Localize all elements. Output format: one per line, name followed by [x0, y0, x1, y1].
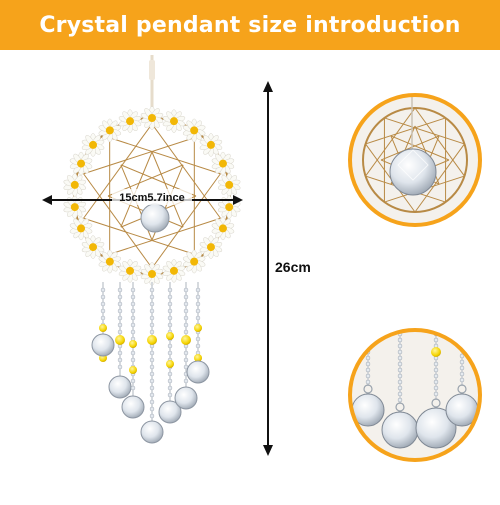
- daisy-flower: [140, 262, 164, 286]
- crystal-ball: [174, 386, 198, 410]
- daisy-flower: [199, 133, 223, 157]
- crystal-ball: [91, 333, 115, 357]
- detail-dreamcatcher-web: [348, 93, 482, 227]
- banner-title: Crystal pendant size introduction: [39, 12, 461, 38]
- width-measure: 15cm5.7ince: [42, 189, 243, 205]
- daisy-flower: [162, 259, 186, 283]
- height-measure: 26cm: [263, 81, 311, 456]
- yellow-bead: [115, 335, 125, 345]
- yellow-bead: [99, 324, 107, 332]
- crystal-ball: [121, 395, 145, 419]
- daisy-flower: [98, 118, 122, 143]
- daisy-flower: [182, 249, 206, 274]
- crystal-strand: [91, 282, 115, 362]
- daisy-flower: [69, 216, 93, 241]
- dreamcatcher-pendant: [63, 106, 241, 444]
- daisy-flower: [211, 216, 235, 241]
- crystal-strand: [186, 282, 210, 384]
- title-banner: Crystal pendant size introduction: [0, 0, 500, 50]
- yellow-bead: [181, 335, 191, 345]
- height-label: 26cm: [275, 259, 311, 275]
- product-stage: 15cm5.7ince 26cm: [0, 50, 500, 500]
- yellow-bead: [194, 324, 202, 332]
- crystal-ball: [158, 400, 182, 424]
- daisy-ring: [63, 106, 241, 286]
- daisy-flower: [118, 109, 142, 133]
- daisy-flower: [217, 173, 241, 197]
- detail-crystal-drops: [348, 328, 482, 462]
- daisy-flower: [140, 106, 164, 130]
- daisy-flower: [63, 173, 87, 197]
- yellow-bead: [194, 354, 202, 362]
- crystal-strand: [108, 282, 132, 399]
- crystal-strands: [91, 282, 210, 444]
- daisy-flower: [81, 133, 105, 157]
- center-crystal-ball: [140, 203, 170, 233]
- crystal-drops-icon: [351, 330, 479, 449]
- yellow-bead: [166, 332, 174, 340]
- crystal-ball: [108, 375, 132, 399]
- crystal-strand: [140, 282, 164, 444]
- yellow-bead: [166, 360, 174, 368]
- daisy-flower: [118, 259, 142, 283]
- daisy-flower: [69, 151, 93, 176]
- yellow-bead: [129, 366, 137, 374]
- crystal-strand: [158, 282, 182, 424]
- crystal-strand: [121, 282, 145, 419]
- yellow-bead: [147, 335, 157, 345]
- crystal-ball: [186, 360, 210, 384]
- product-illustration: 15cm5.7ince 26cm: [42, 55, 482, 462]
- daisy-flower: [162, 109, 186, 133]
- daisy-flower: [182, 118, 206, 143]
- daisy-flower: [63, 195, 87, 219]
- daisy-flower: [217, 195, 241, 219]
- daisy-flower: [98, 249, 122, 274]
- hanging-loop: [149, 60, 155, 80]
- width-label: 15cm5.7ince: [119, 192, 184, 204]
- crystal-strand: [174, 282, 198, 410]
- crystal-ball: [140, 420, 164, 444]
- yellow-bead: [129, 340, 137, 348]
- crystal-ball-icon: [389, 148, 437, 196]
- daisy-flower: [199, 235, 223, 259]
- daisy-flower: [211, 151, 235, 176]
